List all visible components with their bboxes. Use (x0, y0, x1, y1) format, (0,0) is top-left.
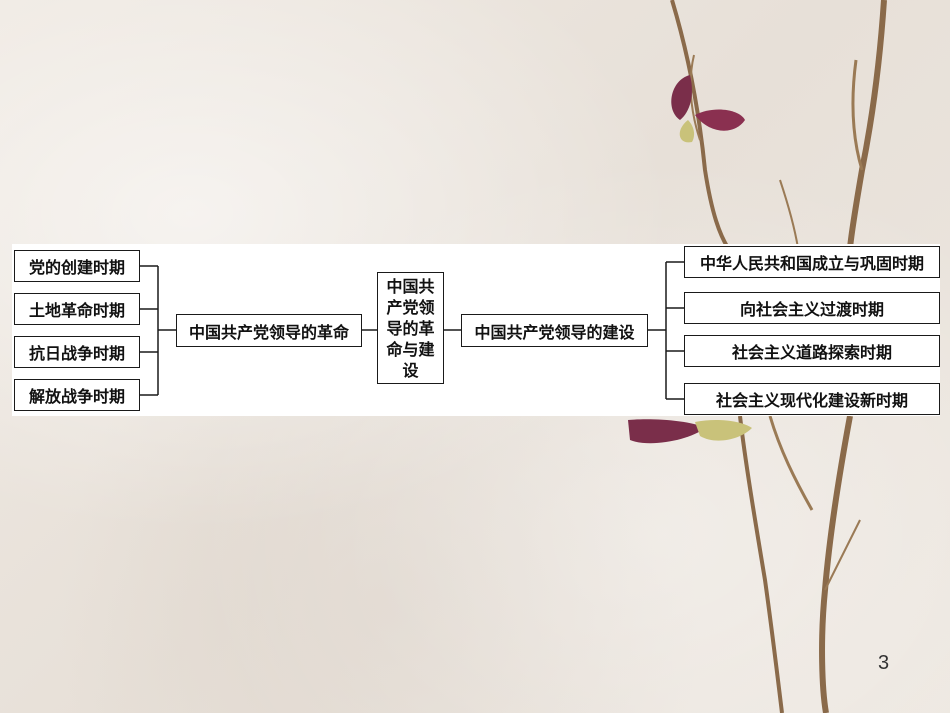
left-item-liberation-war: 解放战争时期 (14, 379, 140, 411)
page-number: 3 (878, 652, 890, 674)
right-item-prc-founding: 中华人民共和国成立与巩固时期 (684, 246, 940, 278)
left-item-land-revolution: 土地革命时期 (14, 293, 140, 325)
right-item-modernization: 社会主义现代化建设新时期 (684, 383, 940, 415)
left-item-anti-japanese-war: 抗日战争时期 (14, 336, 140, 368)
left-item-party-founding: 党的创建时期 (14, 250, 140, 282)
butterfly-lower-icon (628, 419, 752, 444)
right-branch-label: 中国共产党领导的建设 (461, 314, 648, 347)
right-item-socialist-transition: 向社会主义过渡时期 (684, 292, 940, 324)
center-topic: 中国共产党领导的革命与建设 (377, 272, 444, 384)
right-item-socialist-exploration: 社会主义道路探索时期 (684, 335, 940, 367)
butterfly-icon (671, 75, 745, 143)
left-branch-label: 中国共产党领导的革命 (176, 314, 362, 347)
